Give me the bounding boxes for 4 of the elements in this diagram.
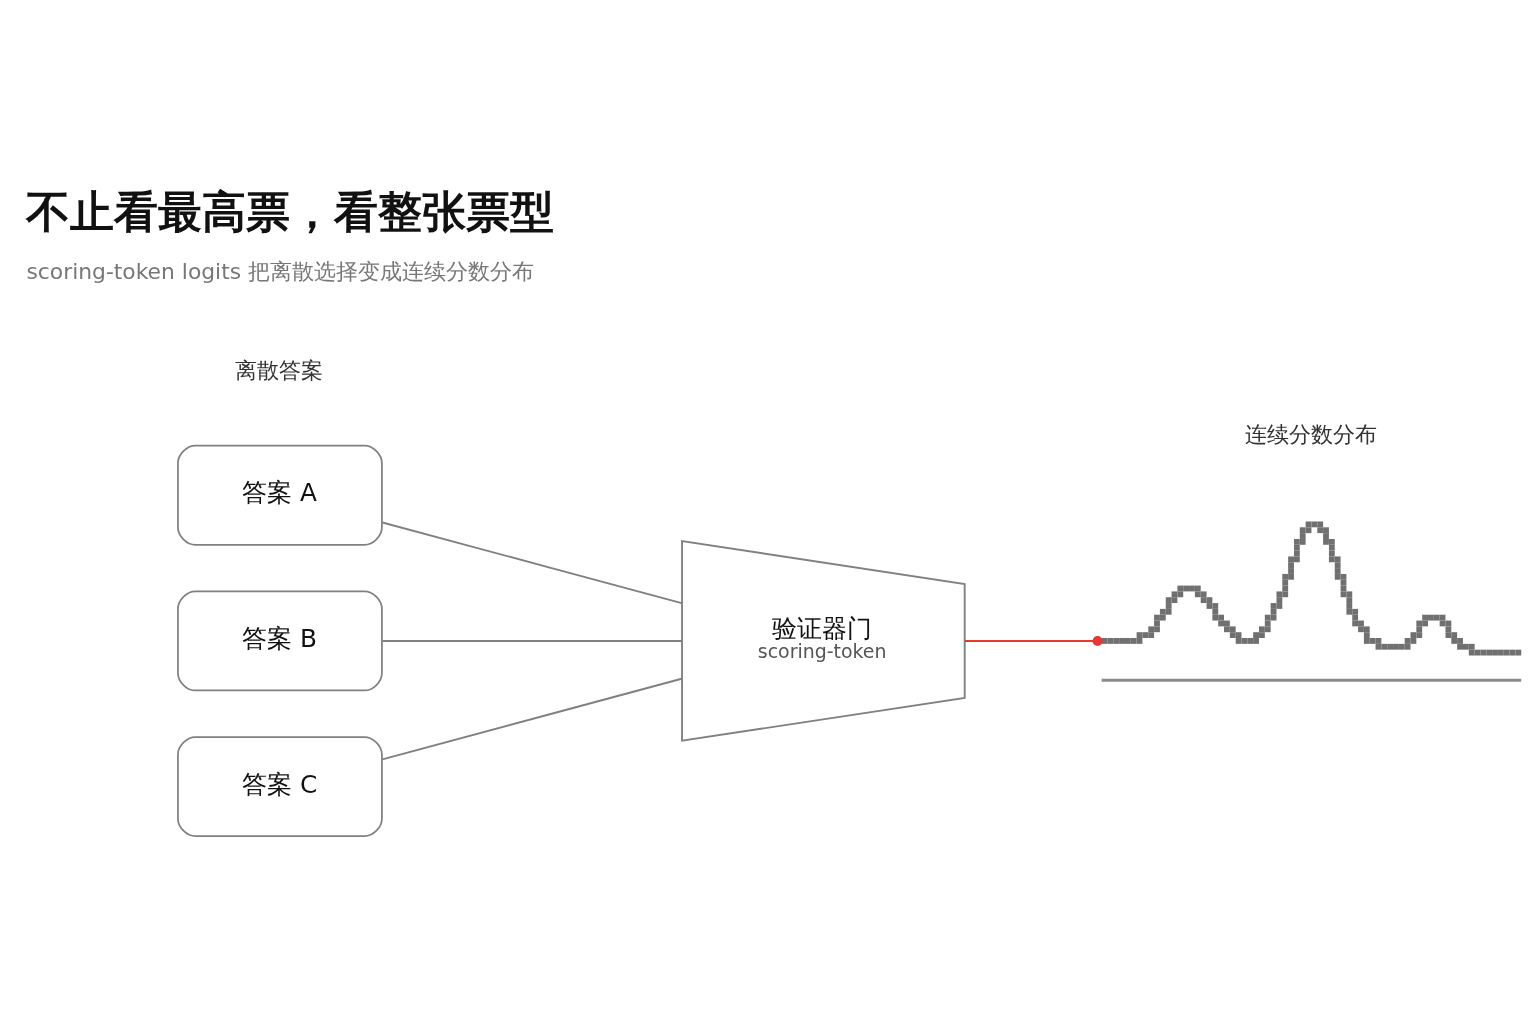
label: scoring-token logits 把离散选择变成连续分数分布 (26, 258, 535, 284)
label: 连续分数分布 (1245, 422, 1378, 448)
label: 离散答案 (235, 357, 324, 383)
diagram-title: 不止看最高票，看整张票型 (26, 186, 555, 238)
